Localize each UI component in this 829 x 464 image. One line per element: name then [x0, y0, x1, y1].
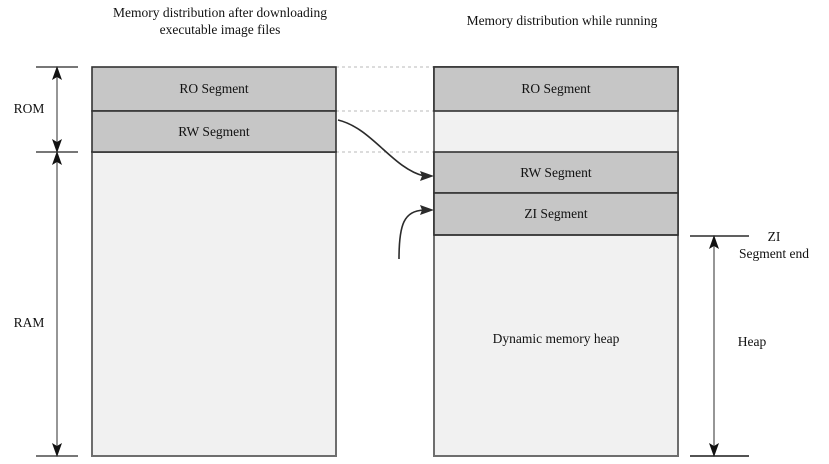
rw-move-arrow-head — [420, 171, 434, 181]
ram-measure-label: RAM — [13, 315, 45, 330]
rom-measure-label: ROM — [13, 101, 45, 116]
heap-measure — [690, 235, 749, 457]
right-ro-segment-block — [433, 66, 679, 112]
left-ro-segment-block — [91, 66, 337, 112]
left-column-title: Memory distribution after downloading ex… — [112, 5, 328, 37]
ram-measure — [36, 151, 78, 457]
right-column-title: Memory distribution while running — [466, 13, 658, 28]
left-memory-column — [91, 66, 337, 457]
rw-move-arrow-path — [337, 119, 425, 177]
zi-segment-end-label: ZI Segment end — [738, 229, 810, 261]
right-zi-segment-block — [433, 192, 679, 236]
alignment-guides — [336, 66, 434, 153]
heap-measure-label: Heap — [737, 334, 767, 349]
heap-arrow-head-down — [709, 443, 719, 457]
zi-create-arrow — [398, 205, 434, 260]
heap-arrow-head-up — [709, 235, 719, 249]
right-rw-segment-block — [433, 151, 679, 194]
left-rw-segment-block — [91, 110, 337, 153]
ram-arrow-head-down — [52, 443, 62, 457]
zi-create-arrow-path — [398, 209, 425, 260]
rom-arrow-head-down — [52, 139, 62, 153]
left-free-block — [91, 151, 337, 457]
ram-arrow-head-up — [52, 151, 62, 165]
rom-arrow-head-up — [52, 66, 62, 80]
right-column-outline — [433, 66, 679, 457]
rw-move-arrow — [337, 119, 434, 181]
zi-create-arrow-head — [420, 205, 434, 215]
right-memory-column — [433, 66, 679, 457]
